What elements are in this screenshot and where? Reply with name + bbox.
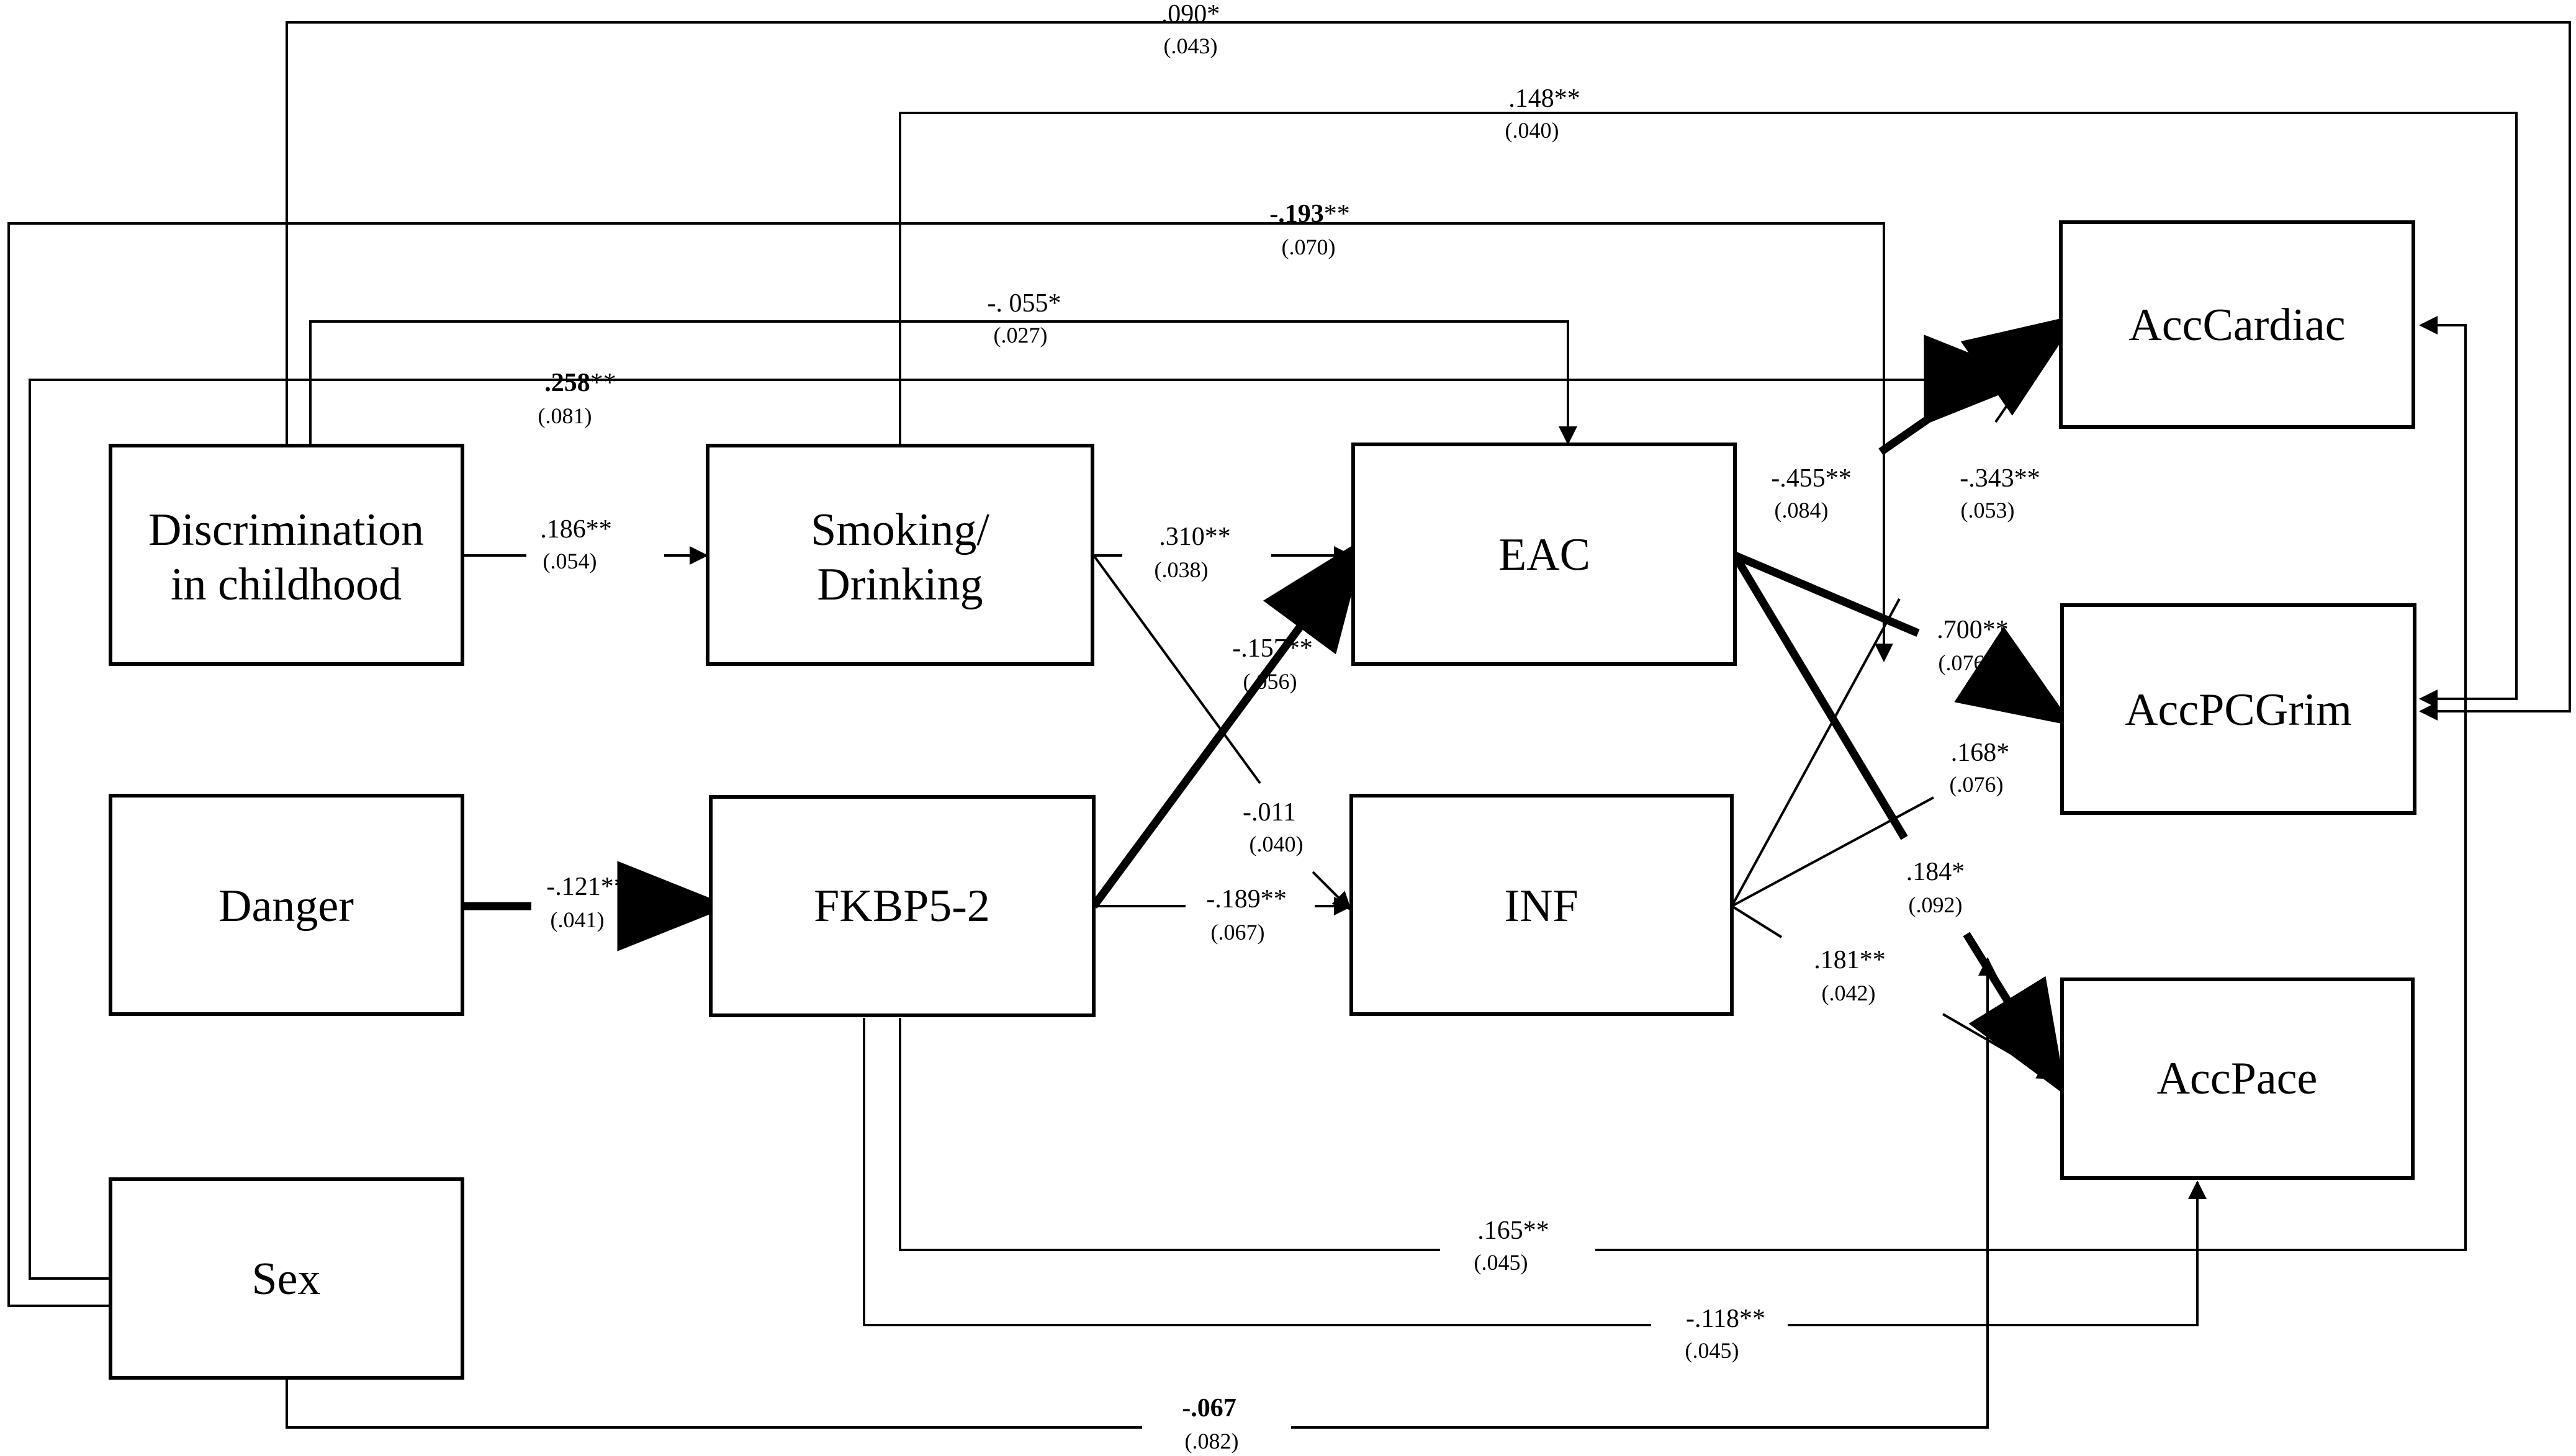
se-eac-to-acccardiac: (.084): [1775, 498, 1829, 523]
se-sex-to-accpace: (.082): [1185, 1429, 1239, 1454]
node-discrimination-line2: in childhood: [171, 559, 402, 610]
coef-inf-to-acccardiac: -.343**: [1960, 464, 2040, 493]
path-disc-to-accpcgrim: [286, 21, 2571, 721]
node-fkbp5: FKBP5-2: [709, 795, 1096, 1017]
path-inf-to-accpcgrim: [1731, 796, 1934, 907]
path-inf-to-accpace-b: [1942, 1013, 2056, 1080]
se-inf-to-acccardiac: (.053): [1961, 498, 2015, 523]
coef-sex-to-accpace: -.067: [1182, 1394, 1236, 1422]
node-eac-label: EAC: [1498, 529, 1590, 580]
coef-disc-to-accpcgrim: .090*: [1161, 0, 1220, 29]
node-inf: INF: [1349, 794, 1734, 1016]
coef-smoking-to-inf: -.011: [1243, 798, 1296, 827]
coef-fkbp5-to-acccardiac: .165**: [1477, 1216, 1549, 1245]
se-fkbp5-to-acccardiac: (.045): [1474, 1250, 1528, 1275]
se-sex-to-acccardiac: (.081): [538, 403, 592, 428]
node-accpace-label: AccPace: [2157, 1053, 2318, 1104]
path-inf-to-acccardiac-b: [1994, 326, 2062, 423]
se-inf-to-accpcgrim: (.076): [1950, 772, 2004, 797]
node-sex-label: Sex: [252, 1254, 321, 1305]
node-smoking-line2: Drinking: [817, 559, 983, 610]
node-accpcgrim: AccPCGrim: [2060, 603, 2416, 815]
node-accpace: AccPace: [2060, 977, 2415, 1180]
node-danger-label: Danger: [218, 881, 354, 932]
node-danger: Danger: [109, 794, 464, 1016]
coef-eac-to-acccardiac: -.455**: [1771, 464, 1852, 493]
coef-eac-to-accpcgrim: .700**: [1937, 616, 2009, 644]
path-fkbp5-to-accpace-a: [863, 1018, 1651, 1326]
path-eac-to-accpace-b: [1963, 932, 2067, 1096]
path-disc-to-eac: [309, 320, 1577, 445]
se-eac-to-accpace: (.092): [1909, 892, 1963, 917]
path-fkbp5-to-accpace-b: [1788, 1180, 2207, 1326]
node-smoking-line1: Smoking/: [811, 505, 989, 555]
path-smoking-to-inf-end: [1312, 871, 1352, 911]
node-acccardiac-label: AccCardiac: [2128, 300, 2345, 351]
path-sex-to-accpace-b: [1291, 957, 1997, 1429]
coef-inf-to-accpace: .181**: [1814, 946, 1886, 974]
coef-sex-to-accpcgrim: -.193**: [1269, 200, 1350, 228]
se-smoking-to-accpcgrim: (.040): [1505, 118, 1559, 143]
se-disc-to-accpcgrim: (.043): [1164, 34, 1218, 58]
se-inf-to-accpace: (.042): [1822, 981, 1876, 1005]
node-accpcgrim-label: AccPCGrim: [2125, 685, 2352, 735]
se-sex-to-accpcgrim: (.070): [1282, 235, 1336, 259]
path-inf-to-accpace-a: [1731, 905, 1783, 938]
se-eac-to-accpcgrim: (.076): [1939, 650, 1993, 675]
coef-inf-to-accpcgrim: .168*: [1951, 739, 2010, 767]
node-discrimination: Discrimination in childhood: [109, 444, 464, 666]
coef-disc-to-eac: -. 055*: [988, 289, 1061, 318]
path-eac-to-accpcgrim-a: [1733, 552, 1920, 637]
coef-disc-to-smoking: .186**: [540, 515, 612, 544]
se-fkbp5-to-accpace: (.045): [1685, 1338, 1739, 1363]
node-smoking: Smoking/ Drinking: [706, 444, 1094, 666]
path-sex-to-accpace-a: [286, 1379, 1142, 1429]
node-fkbp5-label: FKBP5-2: [814, 881, 990, 932]
se-danger-to-fkbp5: (.041): [551, 907, 605, 932]
coef-fkbp5-to-accpace: -.118**: [1686, 1305, 1765, 1333]
coef-eac-to-accpace: .184*: [1906, 858, 1965, 886]
coef-sex-to-acccardiac: .258**: [544, 369, 616, 397]
coef-fkbp5-to-inf: -.189**: [1206, 885, 1287, 914]
path-fkbp5-to-acccardiac-a: [899, 1018, 1440, 1251]
coef-smoking-to-accpcgrim: .148**: [1508, 84, 1580, 113]
se-disc-to-smoking: (.054): [543, 549, 597, 573]
connectors: [7, 21, 2571, 1429]
node-eac: EAC: [1351, 443, 1737, 666]
node-acccardiac: AccCardiac: [2059, 220, 2415, 429]
path-sex-to-accpcgrim: [7, 222, 1893, 1307]
path-eac-to-accpace-a: [1731, 553, 1908, 840]
se-disc-to-eac: (.027): [994, 323, 1048, 348]
coef-fkbp5-to-eac: -.157**: [1232, 634, 1313, 663]
coefficient-labels: .090* (.043) .148** (.040) -.193** (.070…: [538, 0, 2040, 1454]
node-inf-label: INF: [1504, 881, 1578, 932]
path-eac-to-acccardiac: [1878, 314, 2079, 456]
se-fkbp5-to-eac: (.056): [1243, 669, 1297, 694]
node-discrimination-line1: Discrimination: [148, 505, 424, 555]
path-fkbp5-to-eac: [1090, 536, 1367, 909]
path-fkbp5-to-acccardiac-b: [1595, 316, 2467, 1251]
se-smoking-to-inf: (.040): [1250, 832, 1304, 856]
path-smoking-to-inf: [1092, 554, 1261, 784]
path-sex-to-acccardiac-thin: [29, 379, 1968, 1280]
se-fkbp5-to-inf: (.067): [1211, 920, 1265, 945]
path-eac-to-accpcgrim-b: [1954, 626, 2074, 726]
coef-smoking-to-eac: .310**: [1159, 523, 1231, 551]
coef-danger-to-fkbp5: -.121**: [546, 873, 627, 901]
se-smoking-to-eac: (.038): [1155, 557, 1209, 582]
node-sex: Sex: [109, 1177, 464, 1380]
path-inf-to-acccardiac: [1731, 598, 1901, 907]
